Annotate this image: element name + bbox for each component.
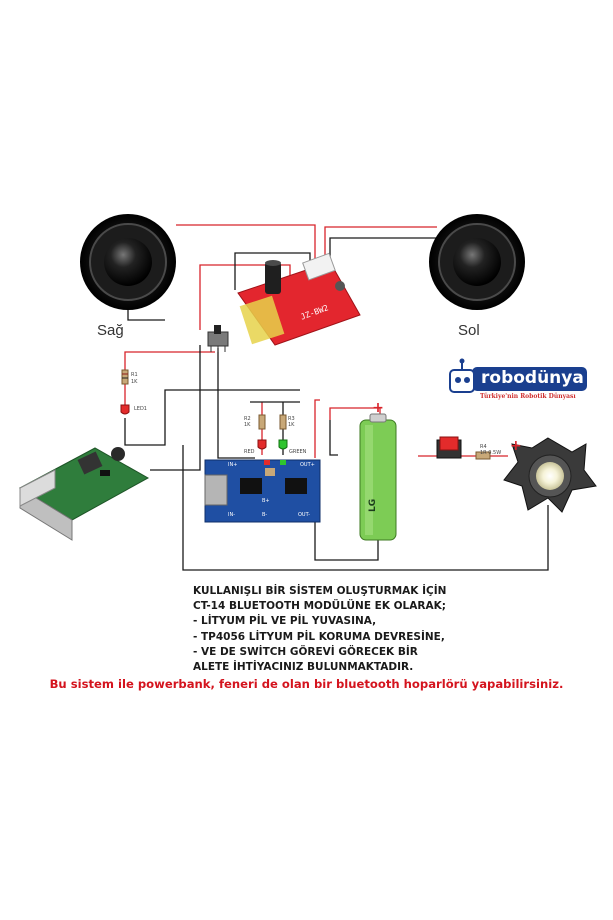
speaker-left-label: Sol xyxy=(458,322,480,339)
wire-black-bottom-rail xyxy=(182,445,549,571)
footer-note: Bu sistem ile powerbank, feneri de olan … xyxy=(49,677,564,691)
note-line: - LİTYUM PİL VE PİL YUVASINA, xyxy=(193,615,377,628)
r2-value: 1K xyxy=(244,422,251,428)
wire-red-left-speaker xyxy=(176,224,316,262)
wire-black-boost-out xyxy=(150,345,201,471)
resistor-r3 xyxy=(279,414,287,430)
bluetooth-module xyxy=(237,252,361,346)
note-line: KULLANIŞLI BİR SİSTEM OLUŞTURMAK İÇİN xyxy=(193,585,447,597)
led-red-label: RED xyxy=(244,449,255,455)
r3-value: 1K xyxy=(288,422,295,428)
wire-black-speaker-right xyxy=(329,237,437,260)
svg-text:+: + xyxy=(372,400,384,416)
r4-label: R4 xyxy=(480,444,487,450)
svg-text:+: + xyxy=(510,438,522,454)
tp-in-plus: IN+ xyxy=(228,462,238,468)
led-green xyxy=(278,439,288,450)
wire-red-tp-out xyxy=(314,399,320,458)
led-green-label: GREEN xyxy=(289,449,307,455)
led1 xyxy=(120,404,130,415)
speaker-right-label: Sağ xyxy=(97,322,124,339)
r1-label: R1 xyxy=(131,372,138,378)
note-line: - VE DE SWİTCH GÖREVİ GÖRECEK BİR xyxy=(193,645,418,658)
battery-label: LG xyxy=(368,498,378,512)
robodunya-logo xyxy=(449,358,587,393)
led1-label: LED1 xyxy=(134,406,147,412)
wire-black-bt-gnd xyxy=(234,252,311,262)
wire-black-red-switch xyxy=(329,420,338,456)
tp-b-minus: B- xyxy=(262,512,268,518)
power-led-star: + xyxy=(503,437,597,513)
logo-name: robodünya xyxy=(481,368,584,388)
wire-black-battery-minus xyxy=(314,520,379,561)
robot-icon xyxy=(449,358,475,393)
tp-in-minus: IN- xyxy=(228,512,236,518)
resistor-r2 xyxy=(258,414,266,430)
note-line: ALETE İHTİYACINIZ BULUNMAKTADIR. xyxy=(193,661,414,674)
r1-value: 1K xyxy=(131,379,138,385)
rocker-switch xyxy=(436,436,462,459)
resistor-r1 xyxy=(121,369,129,385)
resistor-r4 xyxy=(475,451,491,460)
speaker-left xyxy=(429,214,525,310)
tp-out-plus: OUT+ xyxy=(300,462,315,468)
tp-out-minus: OUT- xyxy=(298,512,310,518)
wire-red-switch-led xyxy=(124,351,215,405)
wire-red-right-speaker xyxy=(324,226,437,260)
lithium-battery: + xyxy=(359,400,397,541)
boost-converter xyxy=(18,447,150,541)
wire-red-switch-top xyxy=(199,264,291,330)
wire-black-led-rail xyxy=(124,389,300,446)
slide-switch xyxy=(207,325,229,352)
logo-tagline: Türkiye'nin Robotik Dünyası xyxy=(480,393,576,400)
note-line: - TP4056 LİTYUM PİL KORUMA DEVRESİNE, xyxy=(193,630,445,643)
led-red xyxy=(257,439,267,450)
speaker-right xyxy=(80,214,176,310)
r3-label: R3 xyxy=(288,416,295,422)
wire-black-switch-boost xyxy=(217,348,255,459)
note-line: CT-14 BLUETOOTH MODÜLÜNE EK OLARAK; xyxy=(193,600,446,613)
instruction-note: KULLANIŞLI BİR SİSTEM OLUŞTURMAK İÇİN CT… xyxy=(193,584,523,675)
r2-label: R2 xyxy=(244,416,251,422)
tp4056-module xyxy=(204,459,321,523)
tp-b-plus: B+ xyxy=(262,498,270,504)
r4-value: 1R 0.5W xyxy=(480,450,502,456)
